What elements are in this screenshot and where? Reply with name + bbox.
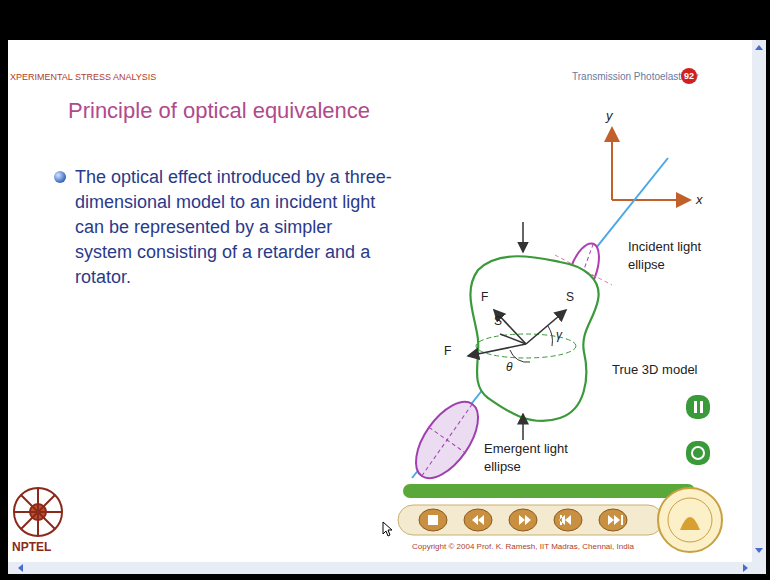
direction-label: S [566, 290, 574, 304]
ellipse-label: Incident light ellipse [628, 238, 708, 274]
logo-text: NPTEL [12, 540, 51, 554]
direction-label: S [494, 314, 502, 328]
direction-label: F [481, 290, 488, 304]
slide-title: Principle of optical equivalence [68, 98, 370, 124]
chapter-header: Transmission Photoelasticity [572, 71, 698, 82]
angle-label: γ [556, 328, 562, 342]
ellipse-label: Emergent light ellipse [484, 440, 584, 476]
bullet-text: The optical effect introduced by a three… [75, 165, 393, 290]
section-header: XPERIMENTAL STRESS ANALYSIS [10, 72, 156, 82]
slide-number-badge: 92 [681, 68, 697, 84]
direction-label: F [444, 344, 451, 358]
copyright-note: Copyright © 2004 Prof. K. Ramesh, IIT Ma… [412, 542, 634, 551]
model-label: True 3D model [612, 362, 698, 377]
angle-label: θ [506, 360, 513, 374]
slide-number: 92 [681, 68, 697, 84]
axis-label: x [696, 192, 703, 207]
axis-label: y [606, 108, 613, 123]
